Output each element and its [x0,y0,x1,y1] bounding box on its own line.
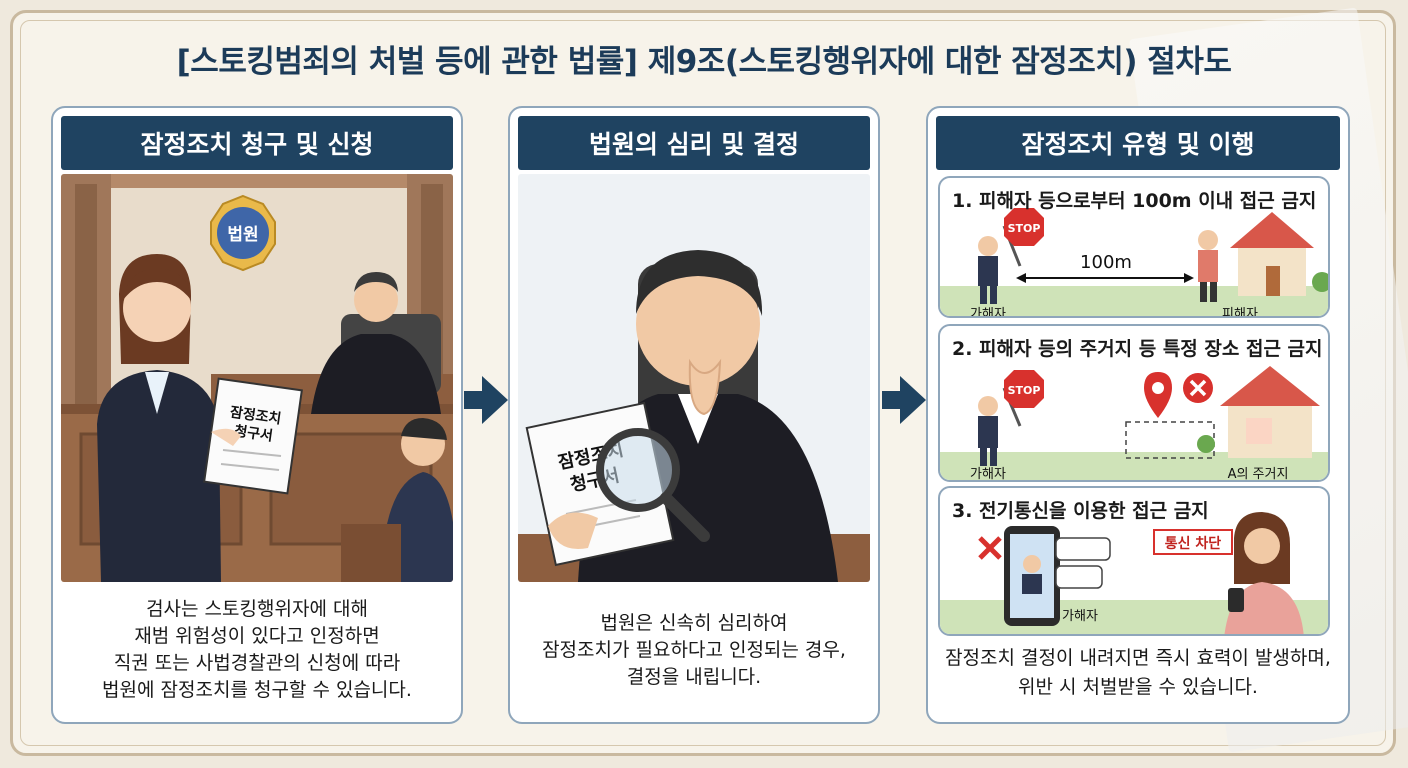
caption-line: 법원은 신속히 심리하여 [600,612,788,634]
claim-document [203,377,303,495]
panel-types-caption: 잠정조치 결정이 내려지면 즉시 효력이 발생하며, 위반 시 처벌받을 수 있… [928,644,1348,702]
judge-figure [311,272,441,414]
offender-label: 가해자 [970,467,1006,482]
offender-label: 가해자 [970,307,1006,318]
caption-line: 검사는 스토킹행위자에 대해 [146,598,368,620]
document-line-2: 청구서 [233,423,273,444]
offender-label: 가해자 [1062,609,1098,624]
flow-arrow-icon [882,376,926,424]
caption-line: 결정을 내립니다. [626,666,762,688]
stop-sign-label: STOP [1008,222,1041,235]
type-title: 3. 전기통신을 이용한 접근 금지 [952,500,1209,522]
type-card-distance: STOP 100m 가해자 피해자 1. 피해자 등으로부터 100m 이내 접… [938,176,1330,318]
type-title: 1. 피해자 등으로부터 100m 이내 접근 금지 [952,190,1317,212]
victim-figure [1198,230,1218,302]
caption-line: 재범 위험성이 있다고 인정하면 [134,625,380,647]
caption-line: 잠정조치가 필요하다고 인정되는 경우, [542,639,846,661]
offender-figure [978,396,998,466]
location-pin-icon [1144,372,1172,418]
offender-figure [978,236,998,304]
panel-types: 잠정조치 유형 및 이행 STOP 100m [926,106,1350,724]
type-card-residence: STOP 가해자 A의 주거지 2. 피해자 등의 주거지 등 특정 장소 접근… [938,324,1330,482]
house-icon [1220,366,1320,458]
panel-types-header: 잠정조치 유형 및 이행 [936,116,1340,170]
stop-sign-label: STOP [1008,384,1041,397]
flow-arrow-icon [464,376,508,424]
smartphone-icon [1004,526,1060,626]
magnifier-icon [596,428,710,542]
type-card-telecom: 통신 차단 가해자 3. 전기통신을 이용한 접근 금지 [938,486,1330,636]
panel-review-caption: 법원은 신속히 심리하여 잠정조치가 필요하다고 인정되는 경우, 결정을 내립… [520,610,868,691]
courtroom-illustration: 법원 [61,174,453,582]
block-label: 통신 차단 [1165,535,1222,552]
prohibited-icon [1183,373,1213,403]
panel-request: 잠정조치 청구 및 신청 법원 [51,106,463,724]
panel-request-caption: 검사는 스토킹행위자에 대해 재범 위험성이 있다고 인정하면 직권 또는 사법… [63,596,451,704]
page-title: [스토킹범죄의 처벌 등에 관한 법률] 제9조(스토킹행위자에 대한 잠정조치… [176,44,1232,80]
emblem-label: 법원 [227,225,258,245]
stop-sign-icon [1004,208,1044,246]
type-title: 2. 피해자 등의 주거지 등 특정 장소 접근 금지 [952,338,1323,360]
caption-line: 법원에 잠정조치를 청구할 수 있습니다. [102,679,412,701]
caption-line: 잠정조치 결정이 내려지면 즉시 효력이 발생하며, [945,647,1331,669]
panel-review: 법원의 심리 및 결정 잠정조치 청구서 [508,106,880,724]
prohibited-icon [978,536,1002,560]
stop-sign-icon [1004,370,1044,408]
court-emblem-icon [210,194,276,272]
victim-figure [1224,512,1304,634]
house-icon [1230,212,1314,296]
victim-label: 피해자 [1222,307,1258,318]
message-bubble-icon [1055,537,1111,589]
prosecutor-figure [97,254,221,582]
seated-person-figure [381,418,453,582]
caption-line: 직권 또는 사법경찰관의 신청에 따라 [113,652,401,674]
distance-label: 100m [1080,252,1132,273]
panel-request-header: 잠정조치 청구 및 신청 [61,116,453,170]
panel-review-header: 법원의 심리 및 결정 [518,116,870,170]
judge-illustration: 잠정조치 청구서 [518,174,870,582]
caption-line: 위반 시 처벌받을 수 있습니다. [1018,676,1258,698]
residence-label: A의 주거지 [1228,467,1289,482]
